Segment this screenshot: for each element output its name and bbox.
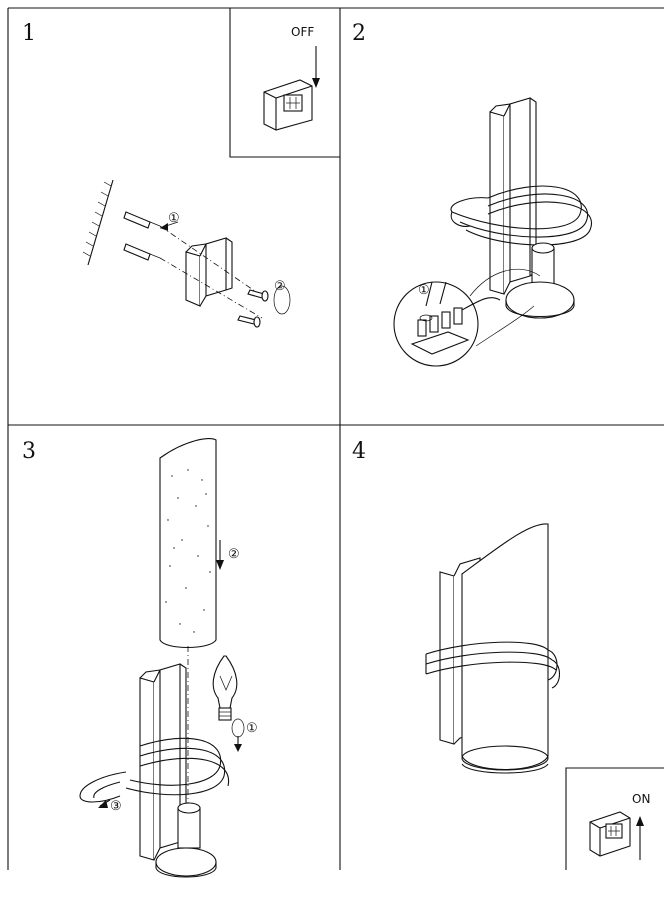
switch-on-label: ON bbox=[632, 792, 650, 806]
callout-3-1: ① bbox=[246, 721, 258, 736]
panel-2: 2 bbox=[352, 21, 593, 367]
wall-plug-icon bbox=[123, 211, 161, 261]
callout-1-1: ① bbox=[168, 211, 180, 226]
wall-hatch-icon bbox=[82, 179, 114, 266]
panel-3: 3 ② ① bbox=[22, 438, 258, 878]
light-bulb-icon bbox=[212, 655, 238, 721]
step-number-1: 1 bbox=[22, 21, 36, 46]
step-number-4: 4 bbox=[352, 439, 366, 464]
metal-ring-icon bbox=[79, 771, 127, 803]
callout-3-3: ③ bbox=[110, 799, 122, 814]
panel-4: 4 ON bbox=[352, 439, 664, 870]
panel-grid bbox=[7, 7, 664, 870]
screw-icon bbox=[237, 289, 269, 328]
assembled-lamp-icon bbox=[425, 523, 561, 774]
switch-box-icon bbox=[263, 79, 313, 131]
callout-3-2: ② bbox=[228, 547, 240, 562]
lamp-frame-icon bbox=[125, 663, 230, 878]
step-number-3: 3 bbox=[22, 439, 36, 464]
wiring-detail-icon bbox=[393, 268, 541, 367]
callout-2-1: ① bbox=[418, 283, 430, 298]
lamp-frame-icon bbox=[450, 97, 593, 319]
wall-bracket-icon bbox=[185, 237, 233, 307]
switch-off-inset: OFF bbox=[229, 8, 340, 158]
panel-1: 1 OFF bbox=[22, 8, 340, 328]
switch-on-inset: ON bbox=[565, 767, 664, 870]
switch-off-label: OFF bbox=[291, 25, 314, 39]
switch-box-icon bbox=[589, 811, 631, 857]
glass-shade-icon bbox=[159, 438, 217, 648]
callout-1-2: ② bbox=[274, 279, 286, 294]
step-number-2: 2 bbox=[352, 21, 366, 46]
